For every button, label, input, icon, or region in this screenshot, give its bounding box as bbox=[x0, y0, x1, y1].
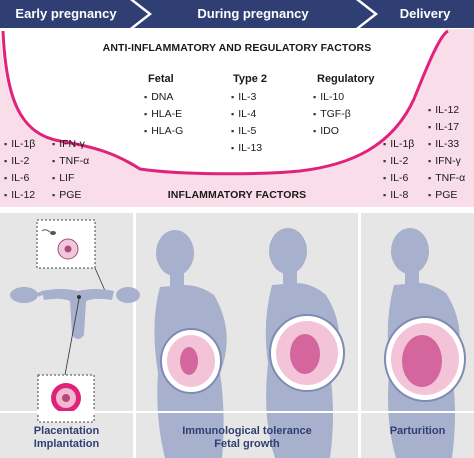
implantation-inset bbox=[37, 374, 95, 423]
list-item: LIF bbox=[52, 170, 89, 187]
woman-silhouette-delivery bbox=[384, 228, 466, 458]
list-item: HLA-E bbox=[144, 106, 183, 123]
type2-factor-list: IL-3 IL-4 IL-5 IL-13 bbox=[231, 89, 262, 157]
list-item: IL-3 bbox=[231, 89, 262, 106]
list-item: IL-6 bbox=[4, 170, 35, 187]
list-item: TGF-β bbox=[313, 106, 351, 123]
list-item: IL-10 bbox=[313, 89, 351, 106]
list-item: IL-8 bbox=[383, 187, 414, 204]
fetal-title: Fetal bbox=[148, 73, 174, 85]
list-item: HLA-G bbox=[144, 123, 183, 140]
caption-growth-line: Fetal growth bbox=[214, 438, 280, 450]
list-item: TNF-α bbox=[52, 153, 89, 170]
caption-tolerance: Immunological tolerance Fetal growth bbox=[136, 425, 358, 451]
list-item: IL-12 bbox=[4, 187, 35, 204]
regulatory-factor-list: IL-10 TGF-β IDO bbox=[313, 89, 351, 140]
fetal-factor-list: DNA HLA-E HLA-G bbox=[144, 89, 183, 140]
list-item: IL-2 bbox=[383, 153, 414, 170]
banner-segment-during bbox=[134, 0, 374, 28]
list-item: IL-33 bbox=[428, 136, 465, 153]
banner-segment-delivery bbox=[360, 0, 474, 28]
early-inflammatory-list-1: IL-1β IL-2 IL-6 IL-12 bbox=[4, 136, 35, 204]
list-item: IL-6 bbox=[383, 170, 414, 187]
caption-parturition: Parturition bbox=[389, 425, 446, 437]
delivery-inflammatory-list-2: IL-12 IL-17 IL-33 IFN-γ TNF-α PGE bbox=[428, 102, 465, 204]
list-item: PGE bbox=[52, 187, 89, 204]
list-item: TNF-α bbox=[428, 170, 465, 187]
woman-silhouette-mid bbox=[265, 228, 345, 458]
type2-title: Type 2 bbox=[233, 73, 268, 85]
stage-label-early: Early pregnancy bbox=[15, 6, 117, 21]
caption-placentation-line: Placentation bbox=[33, 425, 100, 437]
list-item: IDO bbox=[313, 123, 351, 140]
caption-tolerance-line: Immunological tolerance bbox=[182, 425, 312, 437]
inflammation-curve bbox=[1, 29, 449, 176]
timeline-banner bbox=[0, 0, 474, 28]
list-item: IL-5 bbox=[231, 123, 262, 140]
fertilization-inset bbox=[36, 219, 107, 294]
stage-label-delivery: Delivery bbox=[399, 6, 451, 21]
inflammatory-heading: INFLAMMATORY FACTORS bbox=[167, 189, 307, 201]
list-item: PGE bbox=[428, 187, 465, 204]
list-item: IL-13 bbox=[231, 140, 262, 157]
caption-implantation-line: Implantation bbox=[33, 438, 100, 450]
pregnancy-illustrations bbox=[0, 213, 474, 458]
list-item: IL-4 bbox=[231, 106, 262, 123]
banner-segment-early bbox=[0, 0, 148, 28]
list-item: IFN-γ bbox=[52, 136, 89, 153]
stage-label-during: During pregnancy bbox=[197, 6, 309, 21]
regulatory-title: Regulatory bbox=[317, 73, 375, 85]
list-item: DNA bbox=[144, 89, 183, 106]
anti-inflammatory-heading: ANTI-INFLAMMATORY AND REGULATORY FACTORS bbox=[102, 42, 372, 54]
delivery-inflammatory-list-1: IL-1β IL-2 IL-6 IL-8 bbox=[383, 136, 414, 204]
uterus-diagram bbox=[10, 287, 140, 339]
list-item: IL-1β bbox=[383, 136, 414, 153]
woman-silhouette-early bbox=[154, 230, 227, 458]
list-item: IL-1β bbox=[4, 136, 35, 153]
list-item: IL-12 bbox=[428, 102, 465, 119]
list-item: IFN-γ bbox=[428, 153, 465, 170]
inflammation-curve-panel bbox=[0, 29, 474, 207]
early-inflammatory-list-2: IFN-γ TNF-α LIF PGE bbox=[52, 136, 89, 204]
caption-placentation: Placentation Implantation bbox=[0, 425, 133, 451]
list-item: IL-2 bbox=[4, 153, 35, 170]
list-item: IL-17 bbox=[428, 119, 465, 136]
inflammatory-region bbox=[0, 29, 474, 207]
